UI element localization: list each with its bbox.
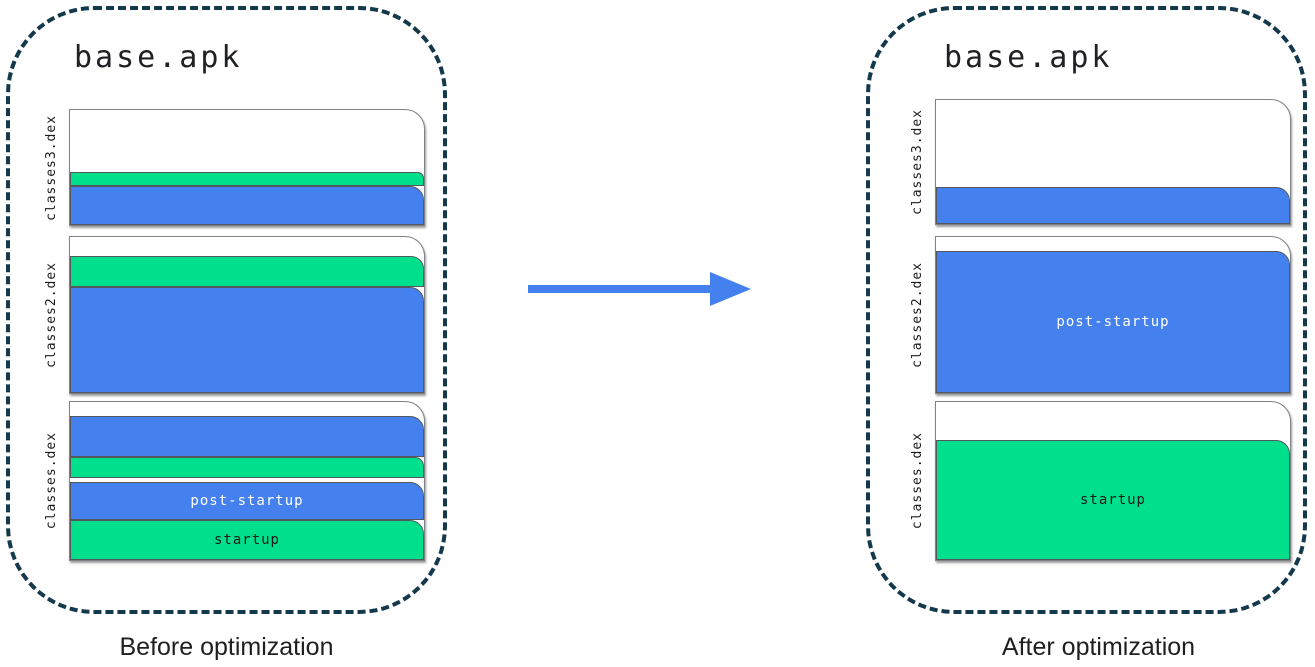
segment-green: [70, 256, 424, 287]
right-arrow-icon: [528, 272, 751, 306]
segment-green-startup: startup: [70, 520, 424, 560]
segment-label: startup: [213, 532, 280, 548]
segment-label: startup: [1079, 492, 1146, 508]
file-label-wrap: classes3.dex: [44, 109, 69, 226]
file-label: classes3.dex: [44, 114, 59, 221]
caption-before: Before optimization: [119, 633, 334, 661]
segment-unused-space: [936, 237, 1290, 251]
segment-blue: [70, 416, 424, 457]
file-row-classes3: classes3.dex: [910, 99, 1291, 225]
file-label-wrap: classes2.dex: [910, 236, 935, 394]
segment-blue: [936, 187, 1290, 224]
segment-label: post-startup: [190, 493, 304, 509]
dex-file-stack: classes3.dex classes2.dex classes.dex po…: [44, 109, 425, 568]
apk-title: base.apk: [74, 40, 243, 75]
segment-green: [70, 172, 424, 186]
file-row-classes2: classes2.dex: [44, 236, 425, 394]
file-row-classes: classes.dex post-startup startup: [44, 401, 425, 561]
panel-before-optimization: base.apk classes3.dex classes2.dex class…: [6, 6, 447, 614]
dex-page: post-startup: [935, 236, 1291, 394]
file-label: classes.dex: [44, 432, 59, 530]
segment-blue: [70, 287, 424, 393]
file-label-wrap: classes2.dex: [44, 236, 69, 394]
dex-page: post-startup startup: [69, 401, 425, 561]
dex-page: startup: [935, 401, 1291, 561]
segment-unused-space: [936, 100, 1290, 187]
file-row-classes3: classes3.dex: [44, 109, 425, 226]
file-label: classes2.dex: [910, 262, 925, 368]
dex-file-stack: classes3.dex classes2.dex post-startup c…: [910, 99, 1291, 568]
segment-unused-space: [936, 402, 1290, 440]
segment-unused-space: [70, 237, 424, 256]
segment-blue: [70, 186, 424, 225]
file-label: classes.dex: [910, 432, 925, 530]
segment-blue-post-startup: post-startup: [936, 251, 1290, 393]
segment-label: post-startup: [1056, 314, 1170, 330]
panel-after-optimization: base.apk classes3.dex classes2.dex post-…: [866, 6, 1307, 614]
segment-blue-post-startup: post-startup: [70, 482, 424, 520]
file-label-wrap: classes3.dex: [910, 99, 935, 225]
dex-page: [69, 109, 425, 226]
file-row-classes2: classes2.dex post-startup: [910, 236, 1291, 394]
dex-page: [935, 99, 1291, 225]
file-label: classes3.dex: [910, 109, 925, 215]
segment-green: [70, 457, 424, 478]
file-row-classes: classes.dex startup: [910, 401, 1291, 561]
caption-after: After optimization: [1001, 633, 1196, 661]
file-label-wrap: classes.dex: [44, 401, 69, 561]
segment-green-startup: startup: [936, 440, 1290, 560]
segment-unused-space: [70, 402, 424, 416]
file-label-wrap: classes.dex: [910, 401, 935, 561]
segment-unused-space: [70, 110, 424, 172]
dex-page: [69, 236, 425, 394]
apk-title: base.apk: [944, 40, 1113, 75]
file-label: classes2.dex: [44, 262, 59, 368]
